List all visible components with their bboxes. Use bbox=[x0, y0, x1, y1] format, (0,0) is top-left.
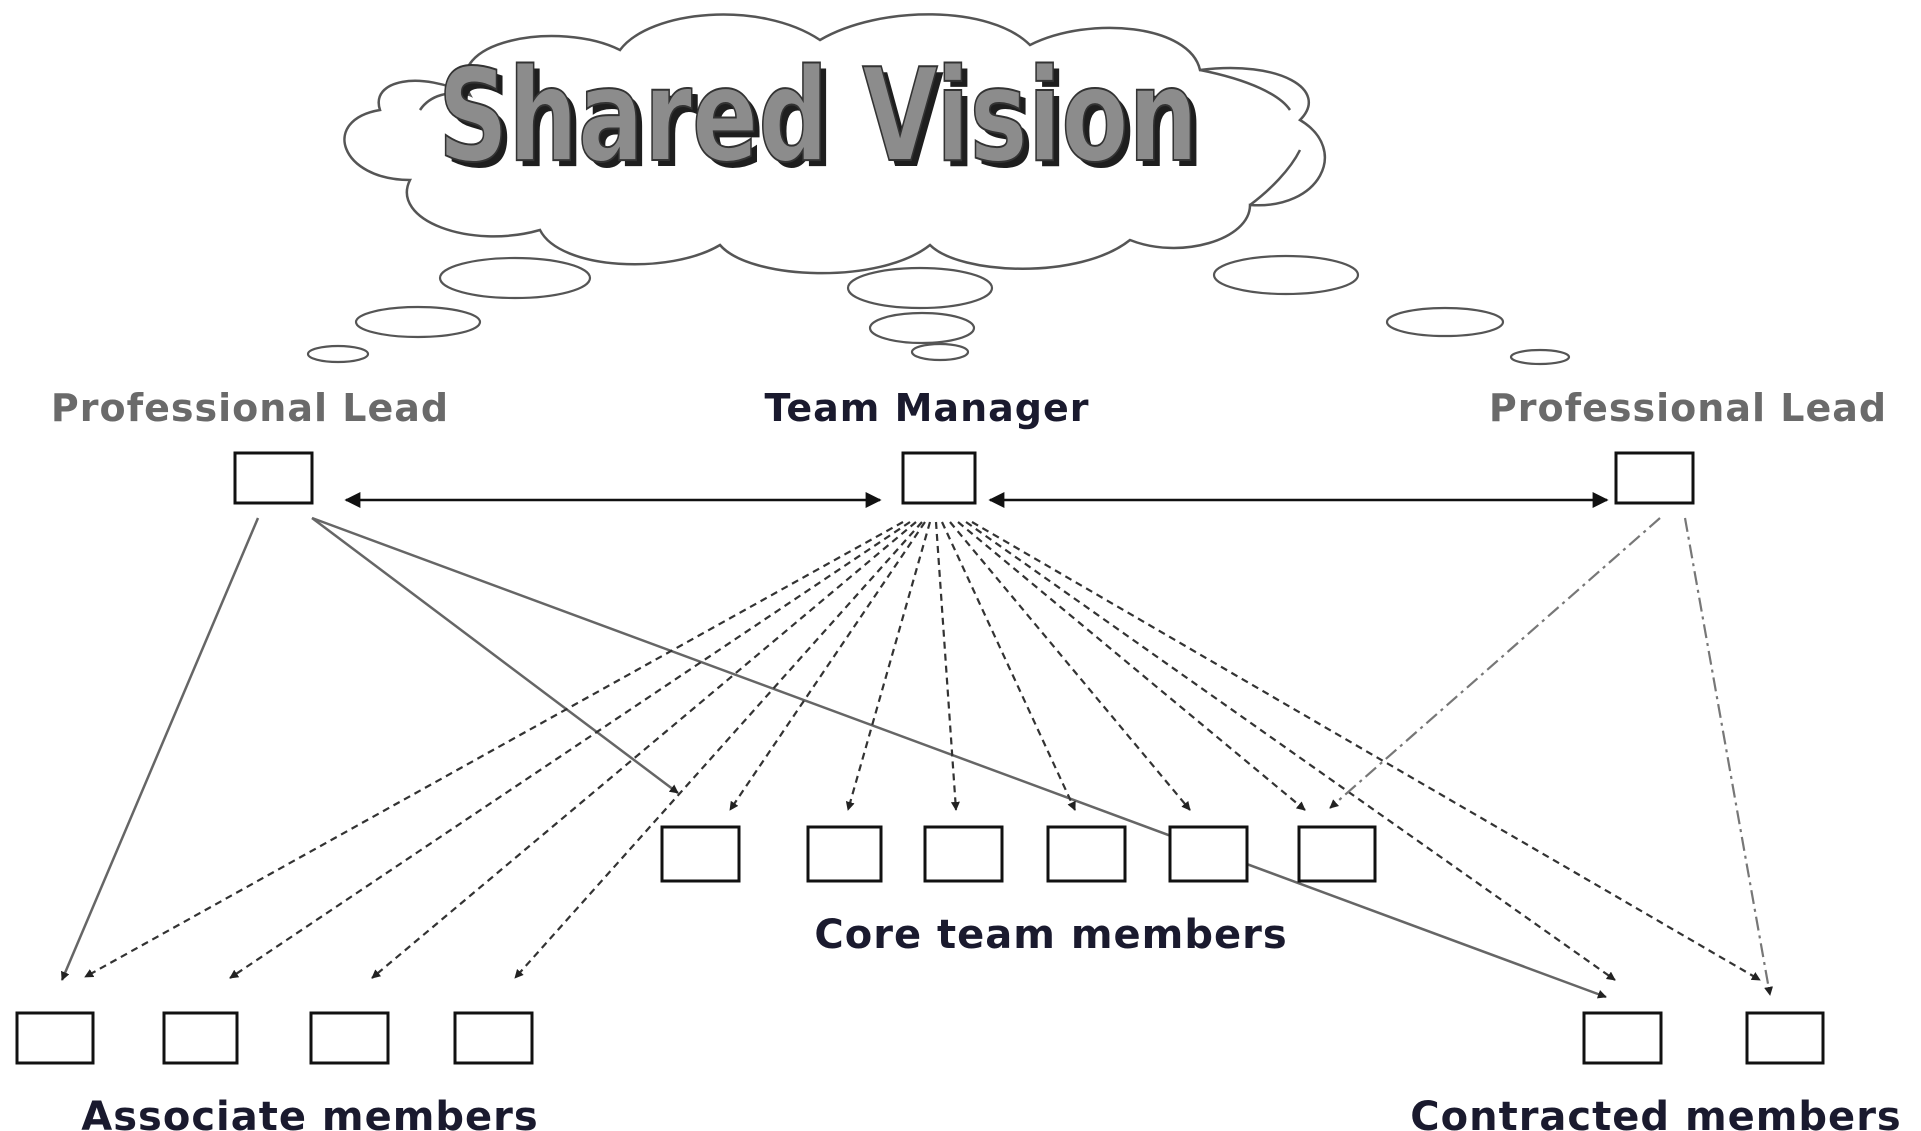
label-associate-members: Associate members bbox=[81, 1094, 538, 1131]
box-professional-lead-left bbox=[233, 451, 314, 505]
arrow-manager-associate-4 bbox=[514, 521, 923, 979]
box-associate-member-2 bbox=[162, 1011, 239, 1065]
arrow-manager-core-2 bbox=[729, 521, 926, 811]
label-team-manager: Team Manager bbox=[765, 386, 1090, 430]
label-professional-lead-right: Professional Lead bbox=[1489, 386, 1887, 430]
arrow-manager-core-5 bbox=[941, 521, 1076, 811]
arrow-manager-core-7 bbox=[957, 521, 1306, 811]
arrow-lead-right-core bbox=[1329, 517, 1661, 809]
box-core-member-6 bbox=[1297, 825, 1377, 883]
box-core-member-1 bbox=[660, 825, 741, 883]
label-professional-lead-left: Professional Lead bbox=[51, 386, 449, 430]
box-team-manager bbox=[901, 451, 977, 505]
arrow-manager-core-6 bbox=[949, 521, 1191, 811]
arrow-lead-right-contracted bbox=[1683, 517, 1774, 996]
thought-cloud bbox=[343, 13, 1327, 275]
arrow-lead-left-associate bbox=[60, 517, 260, 981]
arrow-manager-associate-1 bbox=[84, 521, 904, 978]
arrow-lead-left-contracted bbox=[311, 516, 1607, 999]
arrow-manager-contracted-1 bbox=[965, 521, 1616, 981]
box-core-member-5 bbox=[1168, 825, 1249, 883]
title-shadow: Shared Vision bbox=[444, 48, 1204, 197]
arrow-manager-core-4 bbox=[934, 521, 960, 811]
arrow-manager-associate-2 bbox=[229, 521, 911, 979]
box-associate-member-3 bbox=[309, 1011, 390, 1065]
arrow-manager-associate-3 bbox=[371, 521, 917, 979]
box-contracted-member-2 bbox=[1745, 1011, 1825, 1065]
title: Shared Vision bbox=[438, 42, 1198, 191]
box-contracted-member-1 bbox=[1582, 1011, 1663, 1065]
box-core-member-2 bbox=[806, 825, 883, 883]
label-contracted-members: Contracted members bbox=[1410, 1094, 1901, 1131]
title-group: Shared Vision Shared Vision bbox=[437, 41, 1204, 197]
box-associate-member-4 bbox=[453, 1011, 534, 1065]
box-associate-member-1 bbox=[15, 1011, 95, 1065]
box-professional-lead-right bbox=[1614, 451, 1695, 505]
arrow-manager-core-3 bbox=[845, 521, 932, 811]
thought-bubbles bbox=[306, 254, 1571, 366]
box-core-member-4 bbox=[1046, 825, 1127, 883]
label-core-team-members: Core team members bbox=[814, 912, 1287, 958]
arrow-manager-contracted-2 bbox=[971, 521, 1761, 981]
box-core-member-3 bbox=[923, 825, 1004, 883]
arrow-lead-left-core bbox=[311, 517, 679, 794]
